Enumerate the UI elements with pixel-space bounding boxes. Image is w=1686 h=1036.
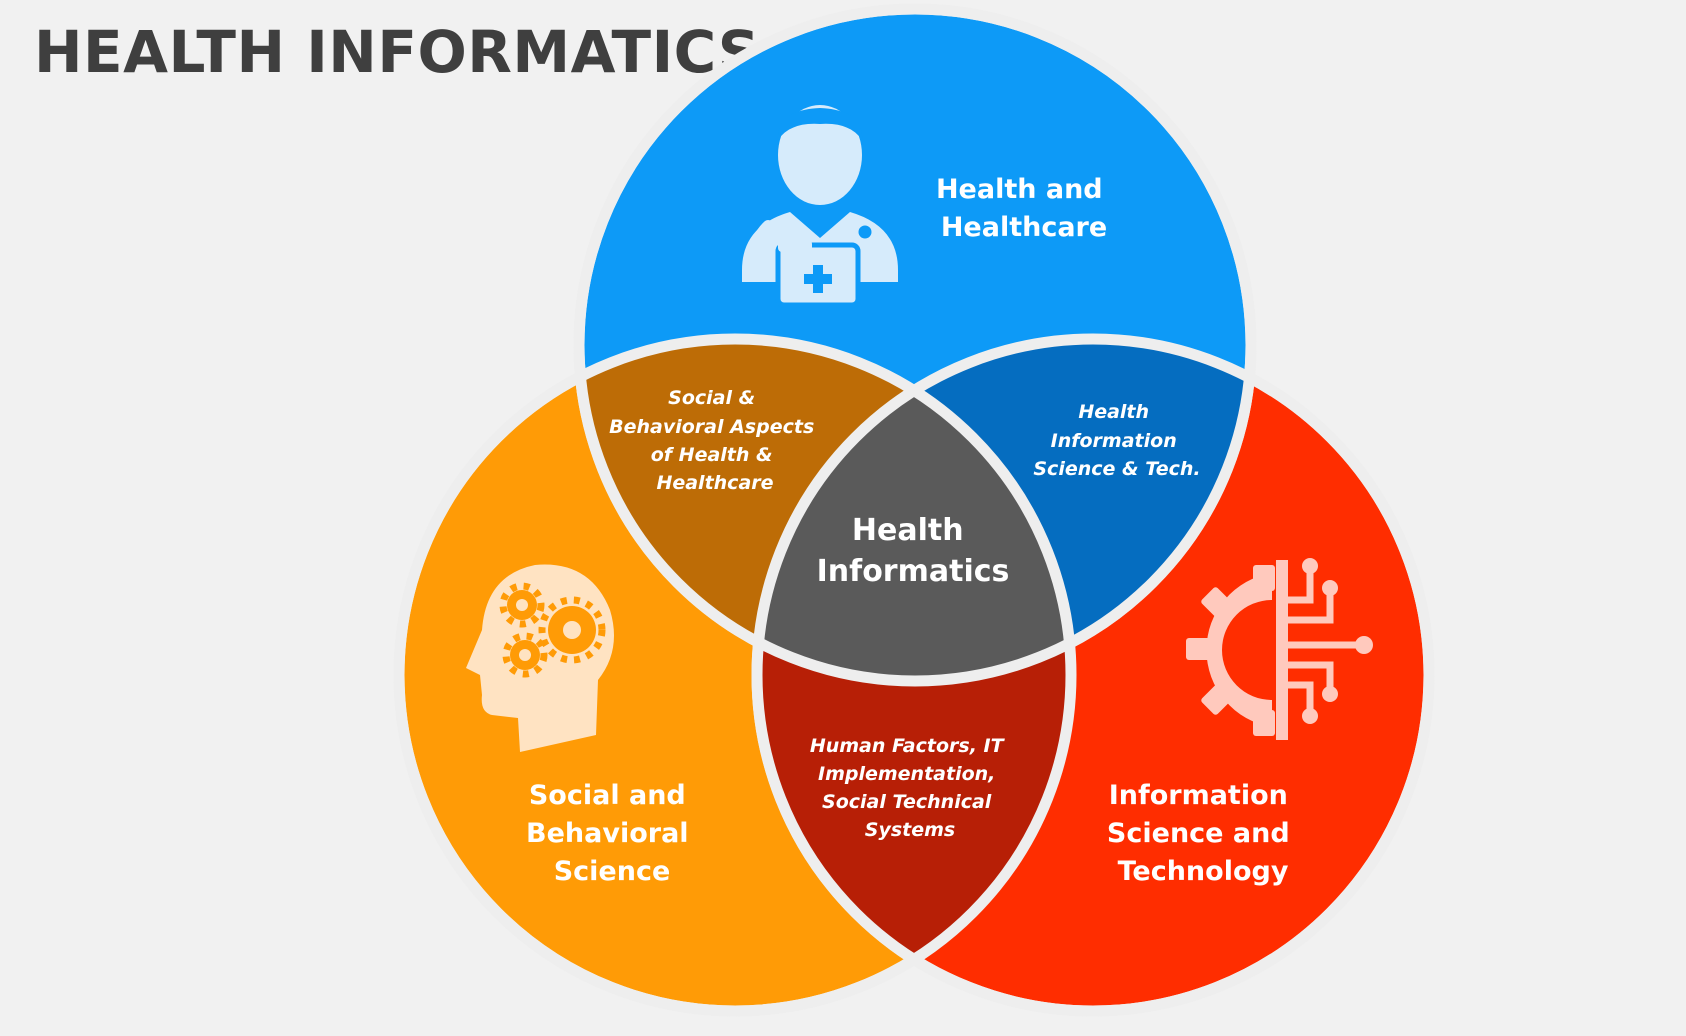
outline-top	[573, 3, 1257, 687]
doctor-icon	[742, 105, 898, 308]
label-health-healthcare: Health and Healthcare	[936, 174, 1112, 243]
gear-circuit-icon	[1186, 558, 1373, 740]
label-human-factors: Human Factors, IT Implementation, Social…	[810, 735, 1010, 841]
label-health-informatics-center: Health Informatics	[817, 513, 1010, 589]
label-social-behavioral-science: Social and Behavioral Science	[526, 780, 698, 887]
outline-right	[751, 333, 1435, 1017]
label-information-science-technology: Information Science and Technology	[1107, 780, 1299, 887]
label-social-behavioral-aspects: Social & Behavioral Aspects of Health & …	[609, 387, 821, 494]
intersection-center	[757, 339, 1071, 681]
label-health-information-science-tech: Health Information Science & Tech.	[1033, 401, 1200, 480]
page-title: HEALTH INFORMATICS	[34, 18, 761, 86]
outline-left	[393, 333, 1077, 1017]
head-gears-icon	[466, 564, 614, 752]
